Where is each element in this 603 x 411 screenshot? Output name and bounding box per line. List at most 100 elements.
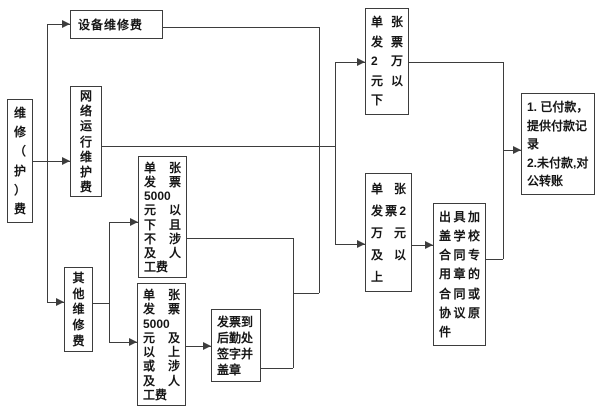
node-line-char: 2 (371, 54, 378, 69)
node-line: 单张 (143, 288, 180, 302)
connector-line (33, 161, 47, 162)
connector-arrow-line (109, 342, 137, 343)
node-char: 维 (13, 106, 26, 121)
connector-arrow-line (47, 24, 70, 25)
node-line-char: 张 (393, 182, 406, 196)
arrowhead-icon (130, 218, 138, 226)
node-line: 元及 (143, 331, 180, 345)
node-line: 后勤处 (217, 331, 254, 345)
arrowhead-icon (357, 240, 365, 248)
connector-line (187, 238, 293, 239)
node-line-char: 及 (167, 330, 180, 345)
node-line: 及人 (143, 374, 180, 388)
node-line: 工费 (143, 387, 168, 402)
node-line-char: 单 (371, 15, 384, 29)
node-contract-original: 出具加盖学校合同专用章的合同或协议原件 (433, 203, 486, 346)
connector-line (503, 62, 504, 259)
node-line-char: 票 (168, 175, 181, 190)
node-line: 2.未付款,对 (527, 155, 589, 170)
node-line-char: 单 (143, 288, 156, 302)
node-line: 用章的 (439, 265, 480, 284)
connector-line (319, 27, 320, 293)
node-line-char: 涉 (168, 231, 181, 246)
node-line: 合同专 (439, 246, 480, 265)
node-line-char: 张 (390, 15, 403, 29)
node-char: （ (13, 144, 26, 159)
node-line: 下且 (144, 218, 181, 232)
node-line-char: 合 (439, 286, 452, 301)
node-line-char: 以 (168, 203, 181, 218)
node-line: 5000 (144, 189, 171, 204)
connector-line (93, 303, 109, 304)
node-line: 单张 (144, 161, 181, 175)
node-line: 单张 (371, 178, 406, 200)
node-line-char: 元 (143, 330, 156, 345)
connector-arrow-line (412, 245, 433, 246)
node-line-char: 或 (467, 286, 480, 301)
node-line: 下 (371, 93, 384, 108)
node-line: 以上 (143, 345, 180, 359)
node-line-char: 万 (371, 226, 384, 240)
node-line-char: 以 (390, 73, 403, 88)
connector-arrow-line (47, 161, 70, 162)
node-line-char: 元 (393, 226, 406, 240)
node-line-char: 及 (143, 373, 156, 388)
connector-arrow-line (186, 346, 211, 347)
node-line-char: 原 (467, 305, 480, 320)
node-line-char: 出 (439, 210, 452, 224)
node-line-char: 加 (467, 210, 480, 224)
node-line: 元以 (371, 72, 403, 92)
node-char: 费 (72, 334, 85, 349)
node-equipment-fee: 设备维修费 (70, 10, 163, 39)
node-line-char: 的 (467, 267, 480, 282)
node-repair-fee: 维修（护）费 (7, 99, 33, 223)
node-line-char: 章 (453, 267, 466, 282)
node-char: 他 (72, 286, 85, 301)
node-line-char: 张 (168, 161, 181, 175)
node-line: 万元 (371, 222, 406, 244)
connector-line (261, 368, 293, 369)
node-line-char: 专 (467, 248, 480, 263)
node-line-char: 以 (143, 345, 156, 359)
node-line-char: 单 (144, 161, 157, 175)
node-line-char: 人 (167, 373, 180, 388)
node-line: 单张 (371, 13, 403, 33)
node-line-char: 发 (371, 34, 384, 49)
connector-line (102, 146, 335, 147)
node-line: 协议原 (439, 304, 480, 323)
connector-line (163, 27, 319, 28)
node-line-char: 及 (371, 248, 384, 262)
node-other-fee: 其他维修费 (64, 267, 93, 352)
node-line: 合同或 (439, 285, 480, 304)
node-line: 及人 (144, 246, 181, 260)
node-line: 1. 已付款， (527, 100, 589, 114)
node-char: 运 (79, 119, 92, 134)
node-line-char: 及 (144, 245, 157, 260)
node-char: ） (13, 182, 26, 197)
node-line-char: 或 (143, 359, 156, 374)
node-line: 及以 (371, 244, 406, 266)
node-line: 发票 (371, 33, 403, 53)
node-line-char: 校 (467, 229, 480, 244)
node-line-char: 票 (385, 204, 398, 218)
node-logistics-sign-seal: 发票到后勤处签字并盖章 (211, 309, 261, 382)
node-line-char: 人 (168, 245, 181, 260)
node-char: 费 (79, 179, 92, 194)
node-line: 发票 (144, 175, 181, 189)
node-line: 盖学校 (439, 227, 480, 246)
node-char: 其 (72, 270, 85, 285)
node-line-char: 单 (371, 182, 384, 196)
connector-arrow-line (503, 150, 521, 151)
arrowhead-icon (513, 146, 521, 154)
node-line-char: 发 (143, 302, 156, 317)
node-char: 行 (79, 134, 92, 149)
node-line: 出具加 (439, 208, 480, 227)
connector-line (47, 24, 48, 302)
node-line: 或涉 (143, 359, 180, 373)
node-line-char: 同 (453, 286, 466, 301)
arrowhead-icon (62, 20, 70, 28)
node-line: 录 (527, 137, 540, 152)
